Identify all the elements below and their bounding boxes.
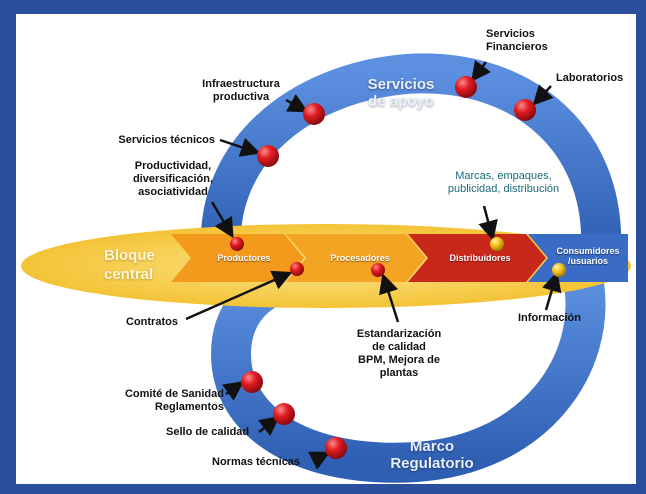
label-informacion: Información xyxy=(518,312,581,324)
label-estandarizacion: Estandarización de calidad BPM, Mejora d… xyxy=(356,328,442,379)
arrow-servicios-tecnicos xyxy=(219,137,261,157)
label-servicios-tecnicos: Servicios técnicos xyxy=(118,134,215,146)
arrow-infraestructura xyxy=(285,93,309,113)
central-block-title: Bloque central xyxy=(104,247,155,283)
diagram-canvas xyxy=(21,53,631,483)
label-servicios-financieros: Servicios Financieros xyxy=(486,28,548,53)
diagram-frame: Servicios de apoyo Marco Regulatorio Blo… xyxy=(16,14,636,484)
arrow-comite xyxy=(221,381,245,401)
dot-normas xyxy=(325,437,347,459)
dot-servicios-tecnicos xyxy=(257,145,279,167)
label-contratos: Contratos xyxy=(126,316,178,328)
label-productividad: Productividad, diversificación, asociati… xyxy=(132,160,214,198)
dot-procesadores xyxy=(371,263,385,277)
dot-servicios-financieros xyxy=(455,76,477,98)
chevron-label-consumidores: Consumidores /usuarios xyxy=(556,246,620,266)
arrow-servicios-financieros xyxy=(471,60,491,82)
dot-consumidores xyxy=(552,263,566,277)
dot-laboratorios xyxy=(514,99,536,121)
dot-comite xyxy=(241,371,263,393)
arrow-productividad xyxy=(210,201,234,239)
dot-sello xyxy=(273,403,295,425)
support-ring xyxy=(200,53,622,252)
arrow-estandarizacion xyxy=(379,273,400,323)
arrow-laboratorios xyxy=(532,84,554,106)
label-comite: Comité de Sanidad Reglamentos xyxy=(124,388,224,413)
dot-productores xyxy=(230,237,244,251)
arrow-normas xyxy=(308,451,331,470)
dot-distribuidores xyxy=(490,237,504,251)
support-ring-title: Servicios de apoyo xyxy=(367,76,435,110)
chevron-distribuidores xyxy=(408,234,546,282)
arrow-contratos xyxy=(185,270,293,321)
chevron-productores xyxy=(171,234,304,282)
arrow-sello xyxy=(258,415,280,437)
label-sello: Sello de calidad xyxy=(166,426,250,438)
label-infraestructura: Infraestructura productiva xyxy=(202,78,280,103)
arrow-informacion xyxy=(542,271,562,311)
label-laboratorios: Laboratorios xyxy=(556,72,624,84)
arrow-marcas xyxy=(478,205,498,241)
chevron-label-procesadores: Procesadores xyxy=(330,253,390,263)
chevron-label-productores: Productores xyxy=(217,253,271,263)
chevron-label-distribuidores: Distribuidores xyxy=(449,253,511,263)
dot-infraestructura xyxy=(303,103,325,125)
regulatory-ring-title: Marco Regulatorio xyxy=(390,438,474,472)
dot-contratos xyxy=(290,262,304,276)
label-marcas: Marcas, empaques, publicidad, distribuci… xyxy=(447,170,560,195)
chevron-procesadores xyxy=(286,234,426,282)
label-normas: Normas técnicas xyxy=(212,456,301,468)
